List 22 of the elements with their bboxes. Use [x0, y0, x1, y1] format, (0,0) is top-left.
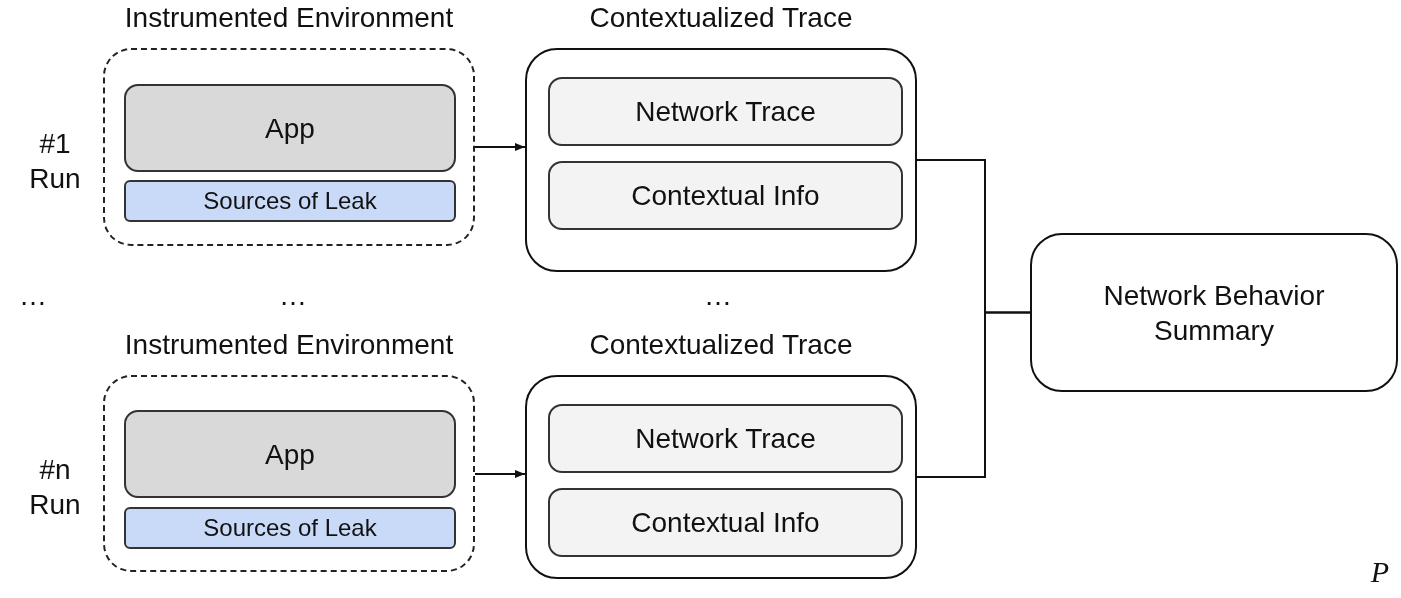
group-heading: Instrumented Environment — [123, 329, 455, 361]
process-box: Sources of Leak — [124, 180, 456, 222]
process-box: Contextual Info — [548, 161, 903, 230]
group-heading: Contextualized Trace — [588, 2, 854, 34]
group-heading: Contextualized Trace — [588, 329, 854, 361]
arrow — [474, 470, 526, 478]
process-box: Contextual Info — [548, 488, 903, 557]
process-box: App — [124, 410, 456, 498]
group-heading: Instrumented Environment — [123, 2, 455, 34]
connector-line — [916, 311, 1031, 478]
process-box: Network Trace — [548, 404, 903, 473]
arrow — [474, 143, 526, 151]
text-label: #1 Run — [28, 127, 82, 196]
text-label: … — [703, 279, 733, 313]
process-box: App — [124, 84, 456, 172]
process-box: Network Behavior Summary — [1030, 233, 1398, 392]
text-label: #n Run — [28, 453, 82, 522]
text-label: … — [18, 279, 48, 313]
text-label: P — [1369, 554, 1391, 590]
text-label: … — [278, 279, 308, 313]
process-box: Network Trace — [548, 77, 903, 146]
process-box: Sources of Leak — [124, 507, 456, 549]
